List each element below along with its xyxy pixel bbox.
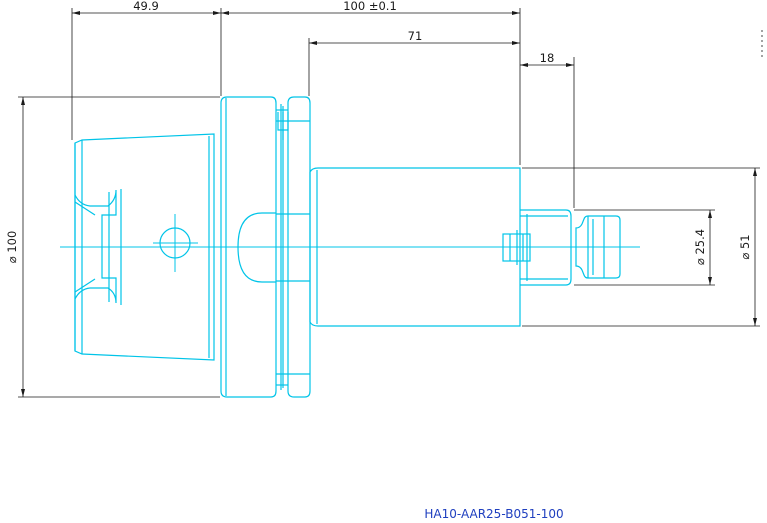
dim-body-length: 71: [408, 29, 423, 43]
dim-flange-length: 49.9: [133, 0, 159, 13]
dim-tip-diameter: ⌀ 25.4: [693, 229, 707, 265]
part-number-label: HA10-AAR25-B051-100: [424, 507, 563, 521]
tip-pilot: [520, 209, 621, 286]
taper-shank: [74, 133, 215, 361]
holder-body: [309, 167, 531, 327]
dimension-lines: [18, 8, 763, 398]
flange: [220, 96, 311, 398]
dim-tip-length: 18: [540, 51, 555, 65]
tool-holder-geometry: [60, 96, 640, 398]
dim-body-diameter: ⌀ 51: [738, 234, 752, 259]
dim-flange-diameter: ⌀ 100: [5, 231, 19, 264]
dim-overall-length: 100 ±0.1: [343, 0, 397, 13]
